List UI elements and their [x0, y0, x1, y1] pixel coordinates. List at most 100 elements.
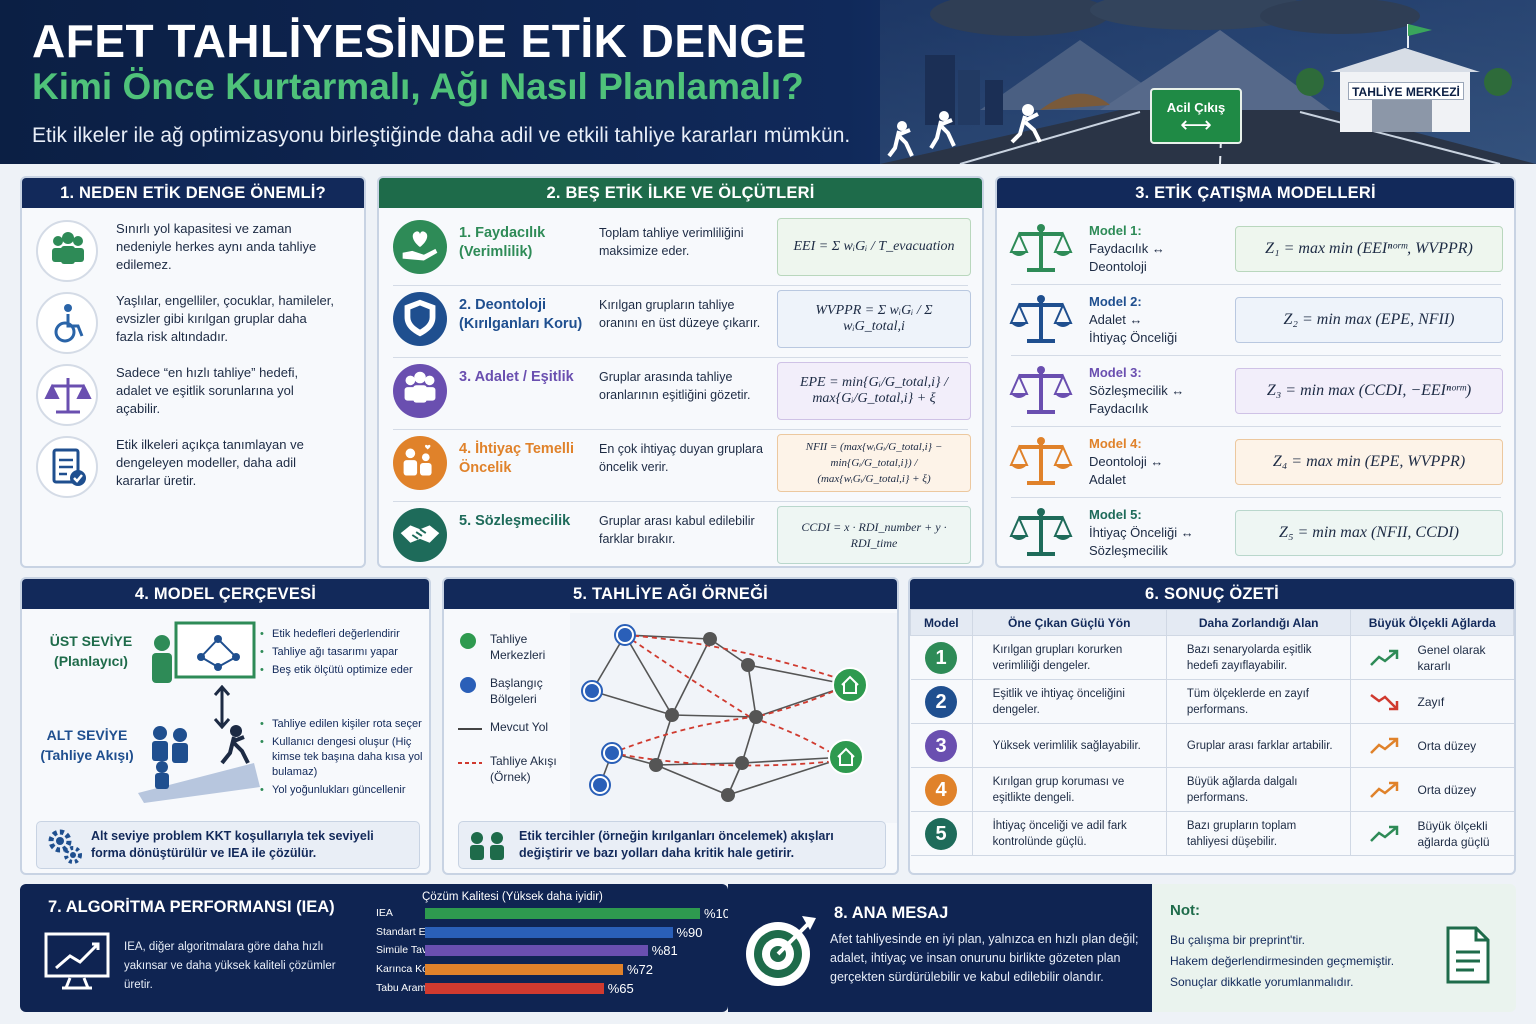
weakness-cell: Bazı grupların toplam tahliyesi düşebili… [1166, 811, 1352, 856]
large-network-cell: Genel olarak kararlı [1350, 635, 1514, 680]
why-item-text: Sınırlı yol kapasitesi ve zaman nedeniyl… [116, 221, 317, 272]
home-icon [841, 675, 859, 694]
bar-category-label: IEA [376, 907, 393, 919]
bullet-dot-icon: • [260, 718, 264, 730]
trend-up-icon [1369, 823, 1403, 845]
road-segment [727, 756, 847, 796]
large-network-cell: Büyük ölçekli ağlarda güçlü [1350, 811, 1514, 856]
balance-scale-icon [1009, 289, 1073, 349]
preprint-note: Not: Bu çalışma bir preprint'tir.Hakem d… [1152, 884, 1516, 1012]
balance-scale-icon [36, 364, 98, 426]
target-arrow-icon [746, 916, 816, 986]
family-icon [393, 436, 447, 490]
evacuation-network-diagram [570, 613, 897, 823]
model-number-badge: 4 [925, 773, 958, 806]
model-number-badge: 1 [925, 641, 958, 674]
network-note: Etik tercihler (örneğin kırılganları önc… [519, 829, 834, 860]
table-header-cell: Daha Zorlandığı Alan [1165, 609, 1352, 636]
strength-cell: İhtiyaç önceliği ve adil fark kontrolünd… [972, 811, 1167, 856]
why-item-text: Sadece “en hızlı tahliye” hedefi, adalet… [116, 365, 299, 416]
road-segment [671, 638, 711, 716]
section-five-principles: 2. BEŞ ETİK İLKE VE ÖLÇÜTLERİ 1. Faydacı… [377, 176, 984, 568]
road-node [703, 632, 717, 646]
model-number-cell: 5 [910, 811, 973, 856]
why-item: Sınırlı yol kapasitesi ve zaman nedeniyl… [22, 218, 364, 290]
shield-icon [393, 292, 447, 346]
principle-name: 4. İhtiyaç Temelli Öncelik [459, 441, 574, 476]
road-segment [655, 714, 673, 766]
large-network-cell: Zayıf [1350, 679, 1514, 724]
table-row: 1 Kırılgan grupları korurken verimliliği … [910, 635, 1514, 680]
road-node [735, 756, 749, 770]
bullet-dot-icon: • [260, 784, 264, 796]
bar [425, 964, 623, 976]
model-line1: Sözleşmecilik ↔ [1089, 383, 1185, 398]
balance-scale-icon [1009, 360, 1073, 420]
flow-path [611, 688, 839, 754]
evacuees-illustration [138, 725, 260, 803]
road-node [749, 710, 763, 724]
principle-desc: En çok ihtiyaç duyan gruplara öncelik ve… [599, 442, 763, 474]
model-line1: Adalet ↔ [1089, 312, 1143, 327]
principle-name: 3. Adalet / Eşitlik [459, 369, 574, 385]
road-node [721, 788, 735, 802]
road-segment [655, 764, 729, 796]
evac-center-symbol [458, 631, 486, 651]
framework-note-box: Alt seviye problem KKT koşullarıyla tek … [36, 821, 420, 869]
table-header-cell: Büyük Ölçekli Ağlarda [1350, 609, 1514, 636]
bullet-text: Tahliye ağı tasarımı yapar [272, 646, 398, 658]
row-divider [393, 429, 968, 430]
principle-formula: EPE = min{Gᵢ/G_total,i} / max{Gᵢ/G_total… [777, 362, 971, 420]
network-note-box: Etik tercihler (örneğin kırılganları önc… [458, 821, 886, 869]
model-line1: Deontoloji ↔ [1089, 454, 1164, 469]
note-line: Sonuçlar dikkatle yorumlanmalıdır. [1170, 975, 1354, 989]
model-head: Model 3: [1089, 365, 1142, 380]
bullet-dot-icon: • [260, 646, 264, 658]
strength-cell: Kırılgan grupları korurken verimliliği d… [972, 635, 1167, 680]
row-divider [393, 285, 968, 286]
evacuation-center-sign: TAHLİYE MERKEZİ [1348, 82, 1464, 100]
bullet-text: Tahliye edilen kişiler rota seçer [272, 718, 422, 730]
weakness-cell: Büyük ağlarda dalgalı performans. [1166, 767, 1352, 812]
model-number-cell: 1 [910, 635, 973, 680]
road-segment [624, 634, 673, 716]
large-network-cell: Orta düzey [1350, 723, 1514, 768]
weakness-cell: Gruplar arası farklar artabilir. [1166, 723, 1352, 768]
page-subtitle: Kimi Önce Kurtarmalı, Ağı Nasıl Planlama… [32, 66, 804, 107]
strength-cell: Eşitlik ve ihtiyaç önceliğini dengeler. [972, 679, 1167, 724]
model-number-badge: 5 [925, 817, 958, 850]
section-why-ethics: 1. NEDEN ETİK DENGE ÖNEMLİ? Sınırlı yol … [20, 176, 366, 568]
legend-label: Tahliye Merkezleri [490, 632, 546, 662]
principle-formula: CCDI = x · RDI_number + y · RDI_time [777, 506, 971, 564]
road-segment [709, 638, 749, 666]
model-line2: Adalet [1089, 472, 1126, 487]
bar-value-label: %72 [627, 962, 654, 978]
principle-row: 1. Faydacılık (Verimlilik)Toplam tahliye… [379, 214, 982, 286]
balance-scale-icon [1009, 502, 1073, 562]
exit-sign: Acil Çıkış ⟷ [1150, 88, 1242, 144]
model-number-badge: 2 [925, 685, 958, 718]
main-message-text: Afet tahliyesinde en iyi plan, yalnızca … [830, 932, 1139, 984]
flow-path [624, 634, 839, 758]
handshake-icon [393, 508, 447, 562]
framework-bullet: •Yol yoğunlukları güncellenir [260, 783, 429, 798]
home-icon [837, 747, 855, 766]
model-head: Model 5: [1089, 507, 1142, 522]
bullet-text: Etik hedefleri değerlendirir [272, 628, 400, 640]
checklist-icon [36, 436, 98, 498]
conflict-model-formula: Z₄ = max min (EPE, WVPPR) [1235, 439, 1503, 485]
framework-bullet: •Kullanıcı dengesi oluşur (Hiç kimse tek… [260, 735, 429, 780]
section-title: 2. BEŞ ETİK İLKE VE ÖLÇÜTLERİ [379, 178, 982, 208]
conflict-model-name: Model 4: Deontoloji ↔ Adalet [1089, 435, 1219, 489]
why-item: Sadece “en hızlı tahliye” hedefi, adalet… [22, 362, 364, 434]
bullet-text: Kullanıcı dengesi oluşur (Hiç kimse tek … [272, 736, 423, 778]
model-head: Model 4: [1089, 436, 1142, 451]
large-network-text: Orta düzey [1417, 738, 1477, 753]
conflict-model-formula: Z₁ = max min (EEIⁿᵒʳᵐ, WVPPR) [1235, 226, 1503, 272]
chart-title: Çözüm Kalitesi (Yüksek daha iyidir) [422, 891, 603, 903]
table-header-cell: Model [910, 609, 973, 636]
framework-bullet: • Tahliye ağı tasarımı yapar [260, 645, 429, 660]
